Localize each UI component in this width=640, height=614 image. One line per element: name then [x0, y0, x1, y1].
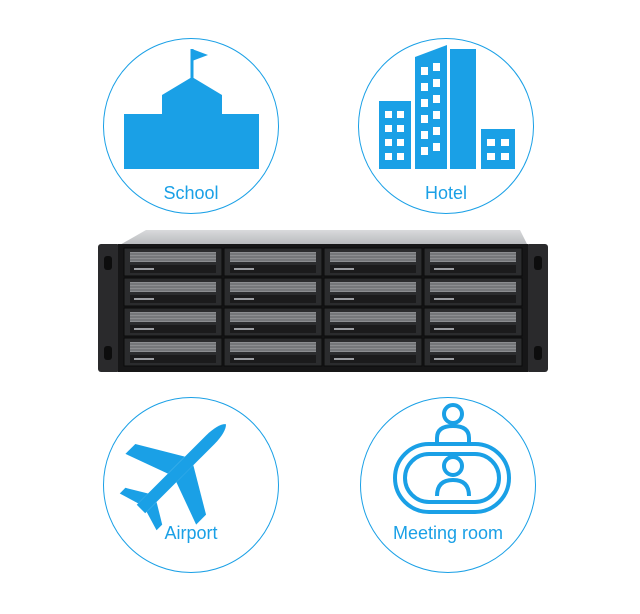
drive-bay: [423, 337, 523, 367]
airplane-icon: [119, 424, 226, 531]
drive-bay: [123, 307, 223, 337]
scenario-hotel: Hotel: [358, 38, 534, 214]
drive-bay: [423, 307, 523, 337]
drive-bay: [223, 247, 323, 277]
scenario-label: Hotel: [424, 183, 468, 203]
drive-bay: [223, 337, 323, 367]
scenario-school: School: [103, 38, 279, 214]
school-building-icon: [124, 49, 259, 169]
drive-bay: [123, 337, 223, 367]
drive-bay: [323, 337, 423, 367]
drive-bay: [223, 277, 323, 307]
rackmount-nas-server-image: [98, 230, 548, 372]
drive-bay: [323, 277, 423, 307]
drive-bay: [423, 277, 523, 307]
drive-bay: [123, 277, 223, 307]
scenario-label: Meeting room: [392, 523, 504, 543]
drive-bay: [223, 307, 323, 337]
scenario-label: Airport: [164, 523, 218, 543]
hotel-buildings-icon: [379, 45, 515, 169]
drive-bay: [123, 247, 223, 277]
meeting-room-people-icon: [393, 403, 511, 514]
drive-bay: [323, 307, 423, 337]
scenario-label: School: [163, 183, 219, 203]
drive-bay: [423, 247, 523, 277]
scenario-airport: Airport: [103, 397, 279, 573]
drive-bay: [323, 247, 423, 277]
scenario-meeting-room: Meeting room: [360, 397, 536, 573]
